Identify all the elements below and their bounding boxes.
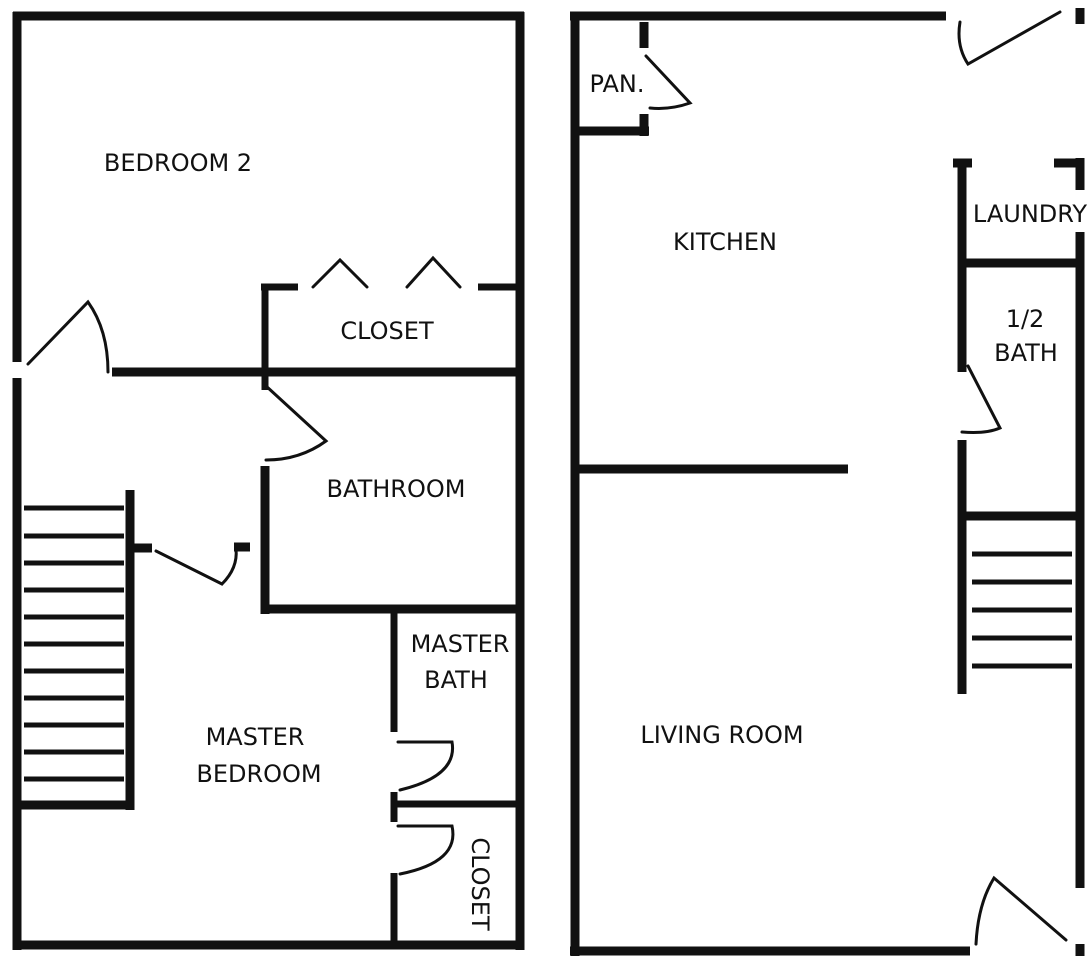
lower-outer-walls [570,8,1085,956]
master-bedroom-label-line1: MASTER [206,723,305,751]
master-bath-door [396,740,455,792]
door-swing [154,547,238,586]
laundry-label: LAUNDRY [973,200,1087,228]
master-bedroom-label-line2: BEDROOM [196,760,321,788]
pantry [571,22,693,136]
master-bath-label-line1: MASTER [411,630,510,658]
entry-door-top [957,10,1062,66]
pantry-label: PAN. [590,70,645,98]
pantry-door [644,54,693,110]
half-bath-door [960,364,1003,434]
door-swing [26,299,110,374]
bifold-door-right [405,255,462,289]
upper-floor-plan: BEDROOM 2 CLOSET BATHROOM MASTER BATH MA… [12,11,525,950]
upper-outer-walls [12,11,525,950]
closet-top [261,255,524,390]
kitchen-label: KITCHEN [673,228,777,256]
living-room-label: LIVING ROOM [640,721,803,749]
lower-stairs [972,551,1072,669]
closet-top-label: CLOSET [340,317,434,345]
entry-door-bottom [974,875,1068,946]
master-bedroom-door [134,542,250,586]
master-bath-walls [390,609,524,945]
half-bath-label-line1: 1/2 [1006,305,1045,333]
bathroom-label: BATHROOM [327,475,466,503]
laundry-and-half-bath [953,158,1084,694]
half-bath-label-line2: BATH [994,339,1058,367]
lower-floor-plan: PAN. KITCHEN LAUNDRY 1/2 BATH LIVING ROO… [570,8,1087,956]
master-closet-door [396,824,455,876]
master-bath-label-line2: BATH [424,666,488,694]
upper-stairs [13,490,135,810]
bathroom-door [264,384,329,462]
bedroom2-door [26,299,110,374]
bedroom2-label: BEDROOM 2 [104,149,252,177]
closet-bottom-label: CLOSET [466,837,494,931]
bifold-door-left [311,257,369,289]
